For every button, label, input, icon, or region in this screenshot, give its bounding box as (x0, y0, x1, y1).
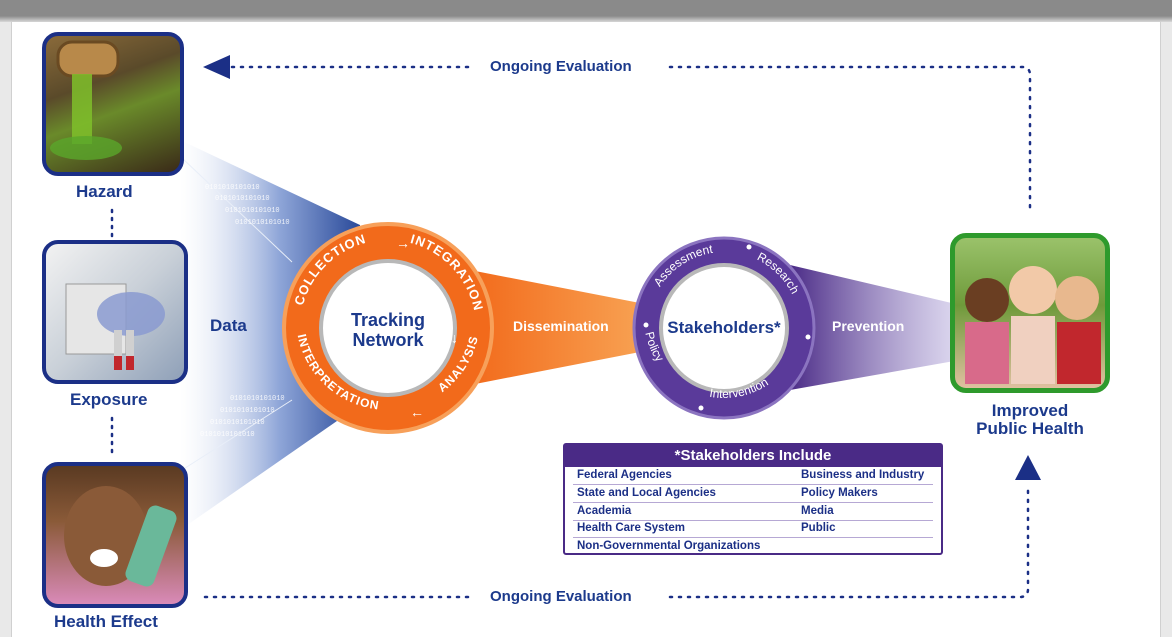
lab-test-icon (65, 283, 165, 370)
exposure-photo (42, 240, 188, 384)
binary-stream: 0101010101010 (200, 431, 255, 439)
outcome-label-line2: Public Health (976, 419, 1084, 438)
health-effect-photo (42, 462, 188, 608)
table-cell: Non-Governmental Organizations (577, 540, 761, 552)
hazard-photo (42, 32, 184, 176)
ring-dot (698, 405, 704, 411)
hazard-label: Hazard (76, 182, 133, 201)
ring-dot (805, 334, 811, 340)
prevention-label: Prevention (832, 318, 905, 334)
top-loop-line-right (668, 65, 1032, 214)
binary-stream: 0101010101010 (225, 207, 280, 215)
binary-stream: 0101010101010 (210, 419, 265, 427)
fan-line-upper (181, 157, 293, 263)
stakeholders-ring-edge (632, 236, 816, 420)
binary-stream: 0101010101010 (205, 184, 260, 192)
table-row: Non-Governmental Organizations (573, 538, 933, 555)
tracking-label-line2: Network (352, 330, 424, 350)
top-loop-label: Ongoing Evaluation (490, 58, 632, 75)
table-row: State and Local Agencies Policy Makers (573, 485, 933, 503)
dissemination-label: Dissemination (513, 318, 609, 334)
table-row: Academia Media (573, 503, 933, 521)
improved-health-photo (950, 233, 1110, 393)
tracking-ring-edge (282, 222, 494, 434)
bottom-loop-label: Ongoing Evaluation (490, 588, 632, 605)
ring-arrow: → (449, 332, 465, 346)
fan-line-lower (181, 399, 293, 471)
stakeholders-label: Stakeholders* (667, 318, 781, 337)
binary-stream: 0101010101010 (230, 395, 285, 403)
table-cell: State and Local Agencies (577, 487, 716, 499)
table-cell: Public (801, 522, 836, 534)
outcome-label-line1: Improved (991, 401, 1069, 420)
tracking-label-line1: Tracking (350, 310, 426, 330)
table-cell: Media (801, 505, 834, 517)
ring-arrow: → (396, 235, 410, 251)
binary-stream: 0101010101010 (220, 407, 275, 415)
bottom-loop-arrowhead (1015, 455, 1041, 480)
stakeholders-center (659, 263, 789, 393)
top-loop-arrowhead (203, 55, 230, 79)
binary-stream: 0101010101010 (215, 195, 270, 203)
ring-dot (643, 322, 649, 328)
table-row: Federal Agencies Business and Industry (573, 467, 933, 485)
data-fan (180, 140, 360, 530)
tracking-center (319, 259, 457, 397)
pipe-icon (50, 40, 122, 160)
ring-dot (746, 244, 752, 250)
prevention-fan (790, 265, 960, 390)
table-cell: Academia (577, 505, 632, 517)
table-cell: Policy Makers (801, 487, 878, 499)
table-cell: Federal Agencies (577, 469, 672, 481)
child-inhaler-icon (64, 486, 177, 587)
children-group-icon (965, 266, 1101, 384)
stakeholders-table: *Stakeholders Include Federal Agencies B… (563, 443, 943, 555)
bottom-loop-line-right (668, 486, 1030, 599)
table-row: Health Care System Public (573, 520, 933, 538)
exposure-label: Exposure (70, 390, 148, 409)
table-cell: Business and Industry (801, 469, 925, 481)
dissemination-band (470, 270, 650, 385)
data-label: Data (210, 316, 247, 335)
binary-stream: 0101010101010 (235, 219, 290, 227)
health-effect-label: Health Effect (54, 612, 158, 631)
stakeholders-table-title: *Stakeholders Include (565, 445, 941, 467)
window-top-bar (0, 0, 1172, 22)
ring-arrow: ← (410, 404, 424, 420)
table-cell: Health Care System (577, 522, 686, 534)
